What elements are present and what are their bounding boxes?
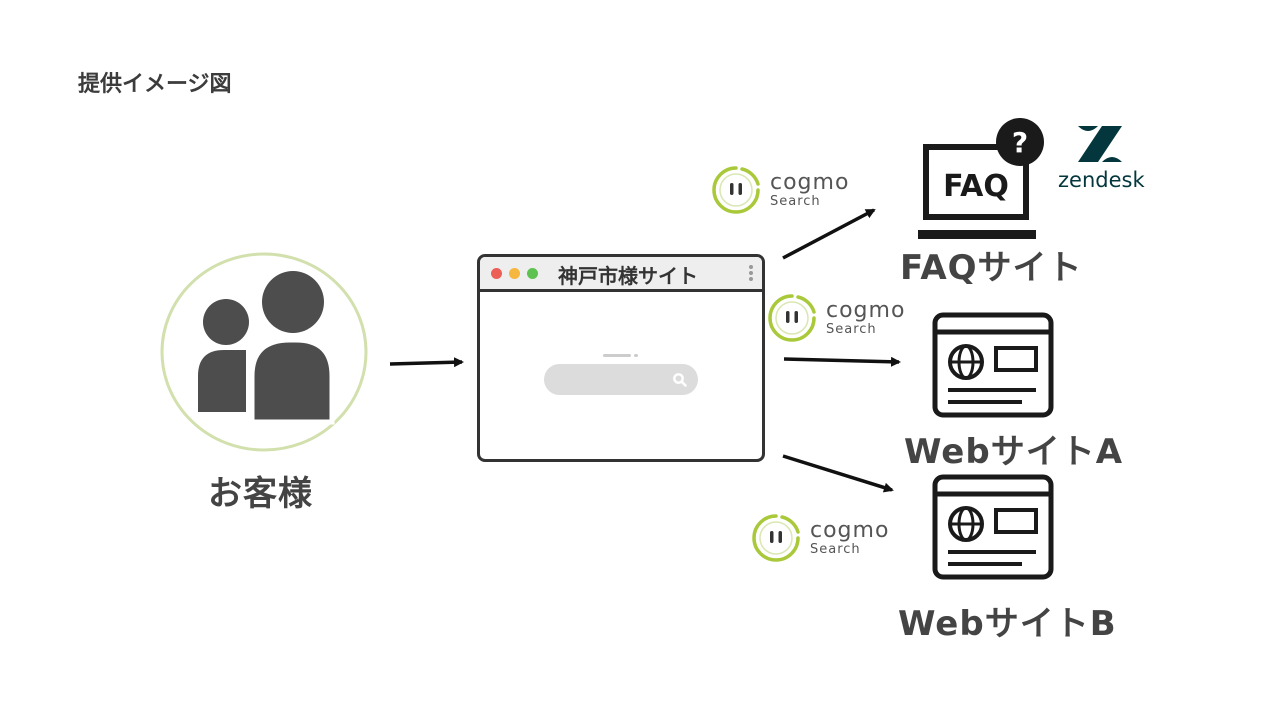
cogmo-badge: cogmo Search: [712, 166, 872, 216]
cogmo-logo-icon: [768, 294, 816, 342]
customer-circle: [160, 252, 368, 452]
kebab-menu-icon: [749, 265, 753, 283]
browser-titlebar: 神戸市様サイト: [480, 257, 762, 292]
faq-screen-text: FAQ: [943, 169, 1009, 204]
customer-label: お客様: [208, 474, 313, 514]
minimize-dot: [509, 268, 520, 279]
cogmo-name: cogmo: [810, 518, 890, 543]
cogmo-name: cogmo: [770, 170, 850, 195]
placeholder-line: [603, 342, 639, 357]
cogmo-sub: Search: [810, 542, 861, 557]
website-a-icon: [932, 312, 1054, 418]
cogmo-sub: Search: [826, 322, 877, 337]
zendesk-mark-icon: [1078, 126, 1122, 162]
website-b-icon: [932, 474, 1054, 580]
question-badge: ?: [1012, 126, 1028, 159]
cogmo-logo-icon: [752, 514, 800, 562]
arrow-site-to-web-b: [782, 454, 894, 493]
cogmo-name: cogmo: [826, 298, 906, 323]
browser-title: 神戸市様サイト: [558, 264, 698, 288]
cogmo-sub: Search: [770, 194, 821, 209]
cogmo-badge: cogmo Search: [752, 514, 912, 564]
browser-window: 神戸市様サイト: [477, 254, 765, 462]
arrow-site-to-web-a: [783, 356, 901, 367]
website-b-label: WebサイトB: [898, 604, 1117, 644]
arrow-customer-to-site: [389, 357, 464, 368]
search-icon: [673, 373, 687, 387]
website-a-label: WebサイトA: [904, 432, 1124, 472]
close-dot: [491, 268, 502, 279]
arrow-site-to-faq: [782, 208, 876, 260]
cogmo-logo-icon: [712, 166, 760, 214]
zendesk-logo: [1076, 124, 1124, 164]
search-bar[interactable]: [544, 364, 698, 395]
maximize-dot: [527, 268, 538, 279]
page-title: 提供イメージ図: [78, 72, 232, 97]
faq-laptop-icon: ? FAQ: [918, 116, 1046, 244]
cogmo-badge: cogmo Search: [768, 294, 928, 344]
zendesk-wordmark: zendesk: [1058, 168, 1145, 192]
faq-site-label: FAQサイト: [900, 248, 1083, 288]
users-icon: [160, 252, 368, 452]
